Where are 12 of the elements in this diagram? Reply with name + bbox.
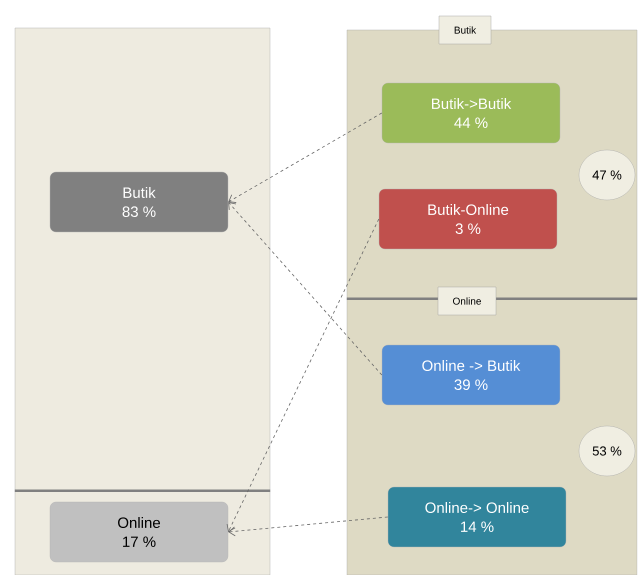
rounded-box: Butik 83 % bbox=[50, 172, 228, 232]
rounded-box: Online 17 % bbox=[50, 502, 228, 562]
arrow bbox=[226, 218, 380, 532]
rounded-box: Online -> Butik 39 % bbox=[382, 344, 560, 406]
rounded-box: Butik-Online 3 % bbox=[378, 188, 558, 250]
arrow bbox=[228, 202, 382, 376]
tab-label: Online bbox=[438, 286, 496, 316]
tab-label: Butik bbox=[438, 16, 492, 44]
arrow bbox=[228, 516, 388, 536]
rounded-box: Butik->Butik 44 % bbox=[382, 82, 560, 144]
arrow bbox=[228, 112, 382, 203]
rounded-box: Online-> Online 14 % bbox=[388, 486, 566, 548]
